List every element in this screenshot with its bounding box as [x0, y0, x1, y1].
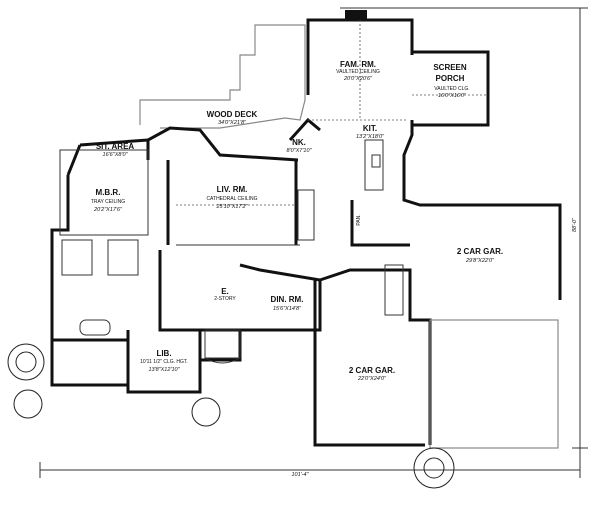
- room-name: LIB.: [156, 349, 171, 358]
- room-size: 15'6"X14'8": [273, 306, 302, 312]
- room-note: VAULTED CEILING: [336, 69, 380, 75]
- room-name: PAN.: [356, 214, 362, 225]
- room-kitchen: KIT. 13'2"X18'0": [356, 124, 385, 140]
- room-size: 20'0"X20'6": [343, 76, 373, 82]
- room-screen-porch: SCREEN PORCH VAULTED CLG. 16'0"X16'0": [433, 63, 469, 99]
- room-name-line1: SCREEN: [433, 63, 467, 72]
- room-name: FAM. RM.: [340, 60, 376, 69]
- room-master-bedroom: M.B.R. TRAY CEILING 20'2"X17'6": [91, 188, 125, 213]
- room-size: 13'2"X18'0": [356, 134, 385, 140]
- room-garage-front: 2 CAR GAR. 22'0"X24'0": [349, 366, 395, 382]
- interior-details: [61, 20, 488, 364]
- room-wood-deck: WOOD DECK 34'0"X21'8": [207, 110, 258, 126]
- room-name: KIT.: [363, 124, 377, 133]
- room-size: 16'6"X8'0": [103, 152, 129, 158]
- room-size: 34'0"X21'8": [218, 120, 247, 126]
- room-library: LIB. 10'11 1/2" CLG. HGT. 13'8"X12'10": [140, 349, 188, 373]
- room-size: 13'8"X12'10": [148, 367, 180, 373]
- room-name: WOOD DECK: [207, 110, 258, 119]
- room-nook: NK. 8'0"X7'10": [287, 138, 313, 154]
- room-size: 29'8"X22'0": [465, 258, 495, 264]
- overall-width-dimension: 101'-4": [291, 472, 309, 478]
- room-name: SIT. AREA: [96, 142, 135, 151]
- room-note: TRAY CEILING: [91, 199, 125, 205]
- room-pantry: PAN.: [356, 214, 362, 225]
- room-name: M.B.R.: [96, 188, 121, 197]
- landscape-trees: [7, 343, 455, 489]
- room-name: 2 CAR GAR.: [349, 366, 395, 375]
- room-size: 20'2"X17'6": [93, 207, 123, 213]
- room-family-room: FAM. RM. VAULTED CEILING 20'0"X20'6": [336, 60, 380, 82]
- room-sit-area: SIT. AREA 16'6"X8'0": [96, 142, 135, 158]
- room-size: 25'10"X17'2": [215, 204, 248, 210]
- room-note: 10'11 1/2" CLG. HGT.: [140, 359, 188, 365]
- room-note: VAULTED CLG.: [434, 86, 469, 92]
- room-size: 8'0"X7'10": [287, 148, 313, 154]
- room-name: 2 CAR GAR.: [457, 247, 503, 256]
- room-name: NK.: [292, 138, 306, 147]
- walls: [50, 10, 562, 449]
- room-dining-room: DIN. RM. 15'6"X14'8": [271, 295, 304, 312]
- room-entry: E. 2-STORY: [214, 287, 236, 302]
- room-living-room: LIV. RM. CATHEDRAL CEILING 25'10"X17'2": [206, 185, 257, 210]
- room-name-line2: PORCH: [436, 74, 465, 83]
- room-name: LIV. RM.: [217, 185, 248, 194]
- room-note: CATHEDRAL CEILING: [206, 196, 257, 202]
- room-size: 22'0"X24'0": [357, 376, 387, 382]
- room-name: E.: [221, 287, 229, 296]
- wood-deck-outline: [139, 24, 306, 129]
- room-garage-side: 2 CAR GAR. 29'8"X22'0": [457, 247, 503, 264]
- room-name: DIN. RM.: [271, 295, 304, 304]
- dimension-lines: [39, 7, 588, 478]
- room-note: 2-STORY: [214, 296, 236, 302]
- overall-depth-dimension: 88'-0": [572, 217, 578, 232]
- room-size: 16'0"X16'0": [438, 93, 467, 99]
